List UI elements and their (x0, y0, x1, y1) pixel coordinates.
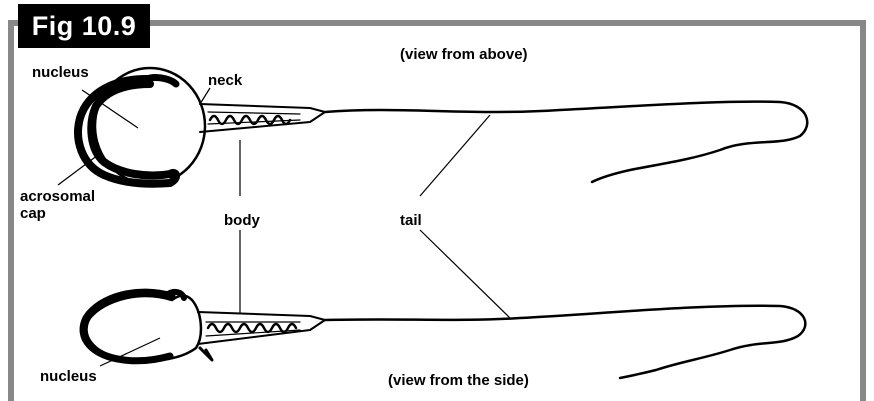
bottom-mitochondria (208, 324, 296, 332)
nucleus-label-bottom: nucleus (40, 368, 97, 385)
top-midpiece (200, 104, 325, 132)
leader-tail-bottom (420, 230, 510, 318)
top-mitochondria (210, 116, 290, 124)
leader-tail-top (420, 115, 490, 196)
view-from-side-label: (view from the side) (388, 372, 529, 389)
top-sperm (78, 68, 807, 184)
body-label: body (224, 212, 260, 229)
acrosomal-cap-label: acrosomal cap (20, 188, 95, 222)
top-acrosomal-cap (78, 79, 176, 184)
neck-label: neck (208, 72, 242, 89)
nucleus-label-top: nucleus (32, 64, 89, 81)
tail-label: tail (400, 212, 422, 229)
view-from-above-label: (view from above) (400, 46, 528, 63)
top-tail (325, 102, 807, 182)
leader-lines (58, 88, 510, 366)
leader-neck (200, 88, 210, 104)
bottom-acrosomal-cap (83, 292, 172, 361)
bottom-sperm (83, 292, 805, 378)
bottom-tail (325, 306, 805, 378)
